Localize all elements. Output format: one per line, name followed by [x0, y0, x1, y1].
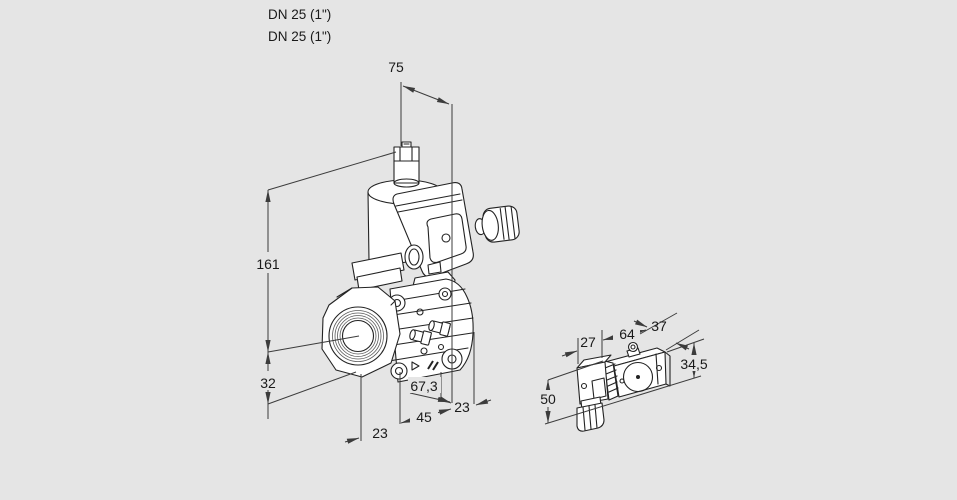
dim-label-45: 45 [416, 409, 432, 425]
thread-bore [328, 306, 388, 366]
coil-top-screw [627, 341, 639, 353]
dimension-annotations-main: 75 161 32 67,3 23 45 23 [253, 59, 492, 444]
test-nipple [409, 329, 432, 346]
solenoid-side-view [576, 341, 671, 432]
dim-label-64: 64 [619, 326, 635, 342]
test-nipple [428, 320, 451, 337]
stem-joint [393, 178, 420, 188]
junction-bracket-top [427, 261, 442, 275]
inlet-flange [321, 286, 401, 378]
cover-panel [426, 213, 467, 264]
dim-label-50: 50 [540, 391, 556, 407]
dim-label-75: 75 [388, 59, 404, 75]
dim-label-67-3: 67,3 [410, 378, 437, 394]
stem-hex-nut [393, 146, 420, 162]
dimension-annotations-side: 27 64 37 34,5 50 [536, 312, 712, 425]
dim-label-23-left: 23 [372, 425, 388, 441]
neck-collar [351, 252, 405, 281]
solenoid-cover [392, 182, 474, 278]
dim-label-32: 32 [260, 375, 276, 391]
dim-label-37: 37 [651, 318, 667, 334]
flow-direction-icon [411, 361, 420, 371]
header-size-line-1: DN 25 (1") [268, 7, 331, 22]
cover-screw [441, 233, 451, 243]
header-size-line-2: DN 25 (1") [268, 29, 331, 44]
valve-main-view [321, 141, 520, 383]
dim-label-34-5: 34,5 [680, 356, 707, 372]
cable-gland [474, 205, 520, 243]
bolt [390, 362, 408, 380]
bolt [438, 287, 452, 301]
dim-label-161: 161 [256, 256, 280, 272]
dim-label-23-right: 23 [454, 399, 470, 415]
sight-glass [404, 244, 424, 270]
coil-face-circle [622, 361, 654, 393]
dim-label-27: 27 [580, 334, 596, 350]
